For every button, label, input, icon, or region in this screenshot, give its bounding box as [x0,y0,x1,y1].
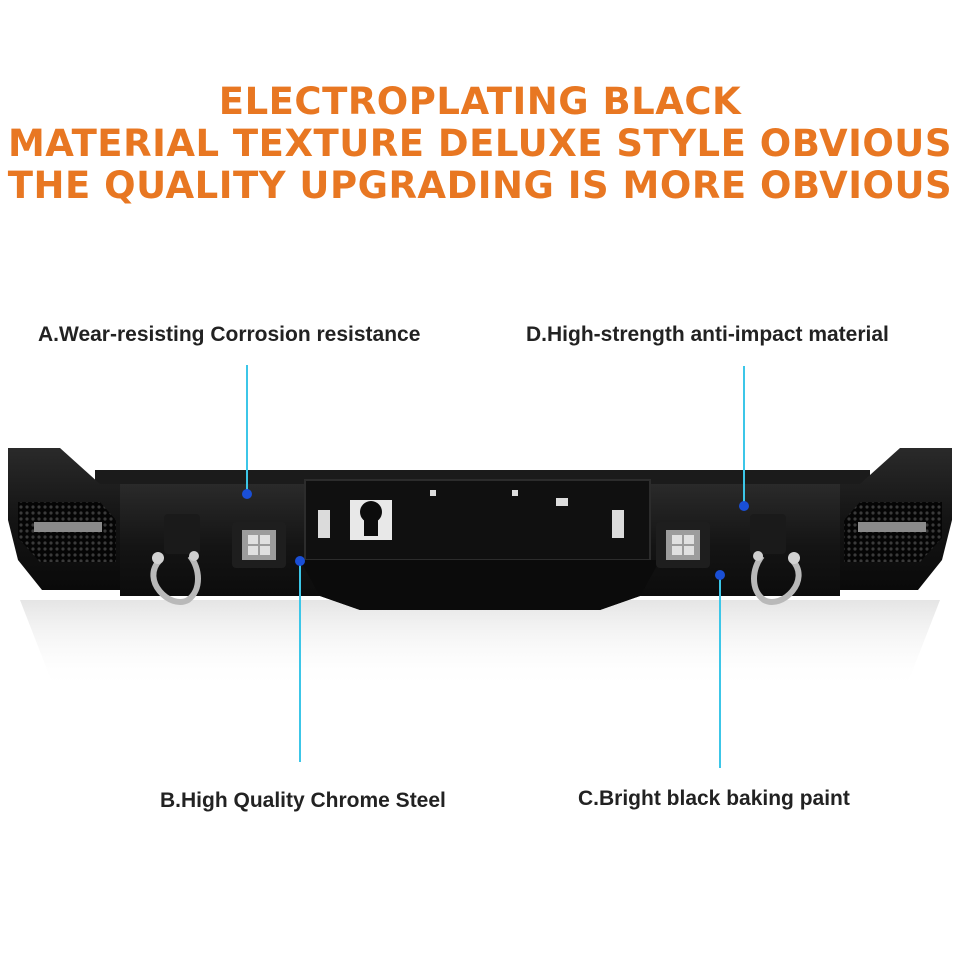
headline-line-2: MATERIAL TEXTURE DELUXE STYLE OBVIOUS [7,122,952,165]
right-shackle-mount [750,514,786,554]
callout-a-marker-dot [242,489,252,499]
callout-d-label: D.High-strength anti-impact material [526,323,889,346]
plate-hole-3 [556,498,568,506]
center-slot-right [612,510,624,538]
callout-b-marker-dot [295,556,305,566]
callout-b-label: B.High Quality Chrome Steel [160,789,446,812]
right-work-light [666,530,700,560]
right-led-bar [858,522,926,532]
center-slot-left [318,510,330,538]
headline-line-1: ELECTROPLATING BLACK [218,80,742,123]
plate-hole-2 [512,490,518,496]
right-d-ring-shackle [751,554,802,605]
left-work-light [242,530,276,560]
callout-d-marker-dot [739,501,749,511]
callout-c-marker-dot [715,570,725,580]
bumper-top-rail [95,470,870,486]
callout-a-label: A.Wear-resisting Corrosion resistance [38,323,421,346]
left-shackle-mount [164,514,200,554]
bumper-reflection [20,600,940,690]
bumper-lower-step [300,560,660,610]
callout-c-label: C.Bright black baking paint [578,787,850,810]
left-led-bar [34,522,102,532]
headline-line-3: THE QUALITY UPGRADING IS MORE OBVIOUS [7,164,953,207]
left-d-ring-shackle [150,554,201,605]
plate-hole-1 [430,490,436,496]
